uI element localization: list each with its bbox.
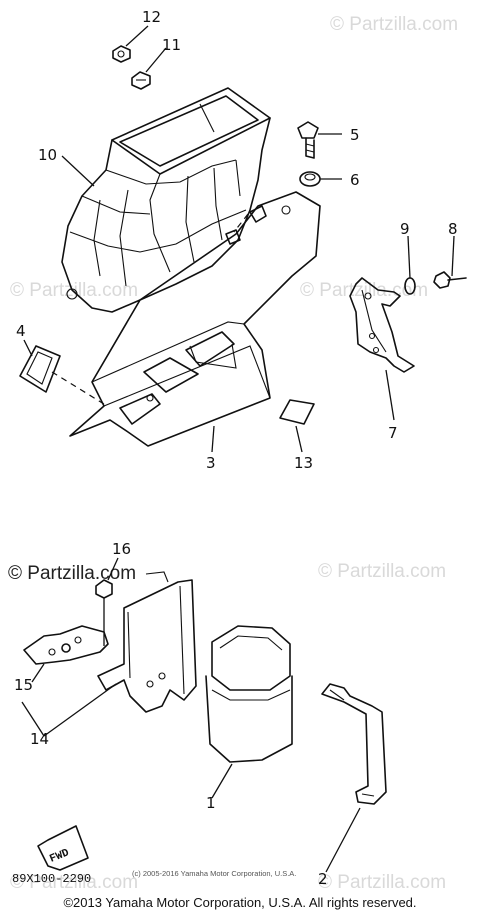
watermark: © Partzilla.com <box>300 280 428 301</box>
part-14-bracket <box>97 571 197 713</box>
part-15-plate <box>23 625 109 665</box>
part-10-air-box <box>61 87 271 313</box>
watermark: © Partzilla.com <box>330 14 458 35</box>
part-16-nut <box>95 579 113 599</box>
part-8-screw <box>433 271 467 289</box>
part-11-washer <box>131 71 151 90</box>
callout-3: 3 <box>206 454 216 472</box>
part-3-tray <box>69 191 321 447</box>
watermark: © Partzilla.com <box>318 872 446 893</box>
diagram-code: 89X100-2290 <box>12 872 91 886</box>
callout-4: 4 <box>16 322 26 340</box>
watermark: © Partzilla.com <box>10 280 138 301</box>
watermark: © Partzilla.com <box>10 872 138 893</box>
part-1-battery <box>205 625 293 763</box>
fwd-arrow-icon: FWD <box>37 825 89 871</box>
footer-copyright: ©2013 Yamaha Motor Corporation, U.S.A. A… <box>63 895 417 910</box>
callout-7: 7 <box>388 424 398 442</box>
callout-8: 8 <box>448 220 458 238</box>
part-2-strap <box>321 683 387 805</box>
part-13-pad <box>279 399 315 425</box>
callout-15: 15 <box>14 676 33 694</box>
part-5-wing-bolt <box>297 121 319 159</box>
callout-14: 14 <box>30 730 49 748</box>
part-12-nut <box>112 45 131 63</box>
callout-11: 11 <box>162 36 181 54</box>
fwd-label: FWD <box>48 847 71 866</box>
callout-1: 1 <box>206 794 216 812</box>
callout-13: 13 <box>294 454 313 472</box>
callout-16: 16 <box>112 540 131 558</box>
callout-10: 10 <box>38 146 57 164</box>
part-7-bracket <box>349 277 415 373</box>
part-6-grommet <box>299 171 321 187</box>
callout-12: 12 <box>142 8 161 26</box>
watermark: © Partzilla.com <box>318 561 446 582</box>
part-4-seal <box>19 345 61 393</box>
callout-5: 5 <box>350 126 360 144</box>
watermark-main: © Partzilla.com <box>8 563 136 584</box>
callout-9: 9 <box>400 220 410 238</box>
small-copyright: (c) 2005-2016 Yamaha Motor Corporation, … <box>132 869 296 878</box>
callout-6: 6 <box>350 171 360 189</box>
callout-2: 2 <box>318 870 328 888</box>
